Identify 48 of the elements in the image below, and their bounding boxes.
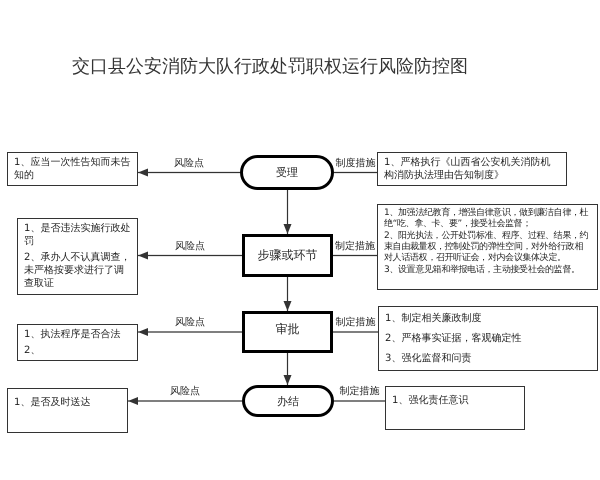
measure-box (385, 386, 525, 430)
arrow (138, 328, 242, 336)
connector-line (333, 254, 377, 256)
list-item: 1、是否及时送达 (14, 396, 92, 409)
edge-label: 风险点 (174, 240, 206, 252)
list-item: 2、严格事实证据，客观确定性 (385, 332, 522, 346)
list-item: 3、强化监督和问责 (385, 352, 472, 366)
list-item: 1、强化责任意识 (392, 394, 470, 407)
connector-line (334, 400, 385, 402)
node-label: 办结 (277, 394, 299, 408)
list-item: 1、应当一次性告知而未告知的 (14, 156, 131, 182)
list-item: 2、阳光执法，公开处罚标准、程序、过程、结果，约束自由裁量权，控制处罚的弹性空间，对外给行政相对人话语权，召开听证会，对内会议集体决定。 (384, 231, 590, 264)
list-item: 2、承办人不认真调查，未严格按要求进行了调查取证 (24, 251, 131, 290)
title: 交口县公安消防大队行政处罚职权运行风险防控图 (72, 55, 468, 79)
risk-point-box (7, 152, 138, 186)
edge-label: 风险点 (169, 386, 201, 398)
connector-line (334, 172, 377, 174)
arrow (138, 168, 240, 176)
process-box (242, 234, 333, 277)
measure-box (377, 152, 567, 186)
list-item: 1、是否违法实施行政处罚 (24, 222, 131, 248)
connector-line (333, 331, 378, 333)
edge-label: 制定措施 (334, 240, 376, 252)
edge-label: 制定措施 (338, 386, 380, 398)
risk-point-box (7, 388, 128, 433)
edge-label: 制度措施 (334, 158, 376, 170)
node-label: 审批 (276, 321, 300, 338)
list-item: 2、 (24, 344, 42, 357)
arrow (284, 353, 292, 385)
list-item: 3、设置意见箱和举报电话，主动接受社会的监督。 (384, 265, 581, 276)
node-label: 步骤或环节 (258, 247, 318, 264)
arrow (138, 252, 242, 260)
edge-label: 风险点 (173, 158, 205, 170)
node-label: 受理 (276, 165, 298, 180)
list-item: 1、制定相关廉政制度 (385, 312, 482, 326)
measure-box (378, 306, 598, 371)
arrow (128, 397, 242, 405)
arrow (284, 277, 292, 311)
risk-point-box (17, 324, 138, 361)
edge-label: 制定措施 (334, 317, 376, 329)
list-item: 1、严格执行《山西省公安机关消防机构消防执法理由告知制度》 (384, 156, 552, 182)
arrow (284, 190, 292, 234)
list-item: 1、执法程序是否合法 (24, 328, 122, 341)
risk-point-box (17, 218, 138, 295)
edge-label: 风险点 (174, 317, 206, 329)
list-item: 1、加强法纪教育，增强自律意识，做到廉洁自律，杜绝“吃、拿、卡、要”，接受社会监督； (384, 208, 590, 230)
process-box (242, 311, 333, 353)
measure-box (377, 204, 598, 290)
